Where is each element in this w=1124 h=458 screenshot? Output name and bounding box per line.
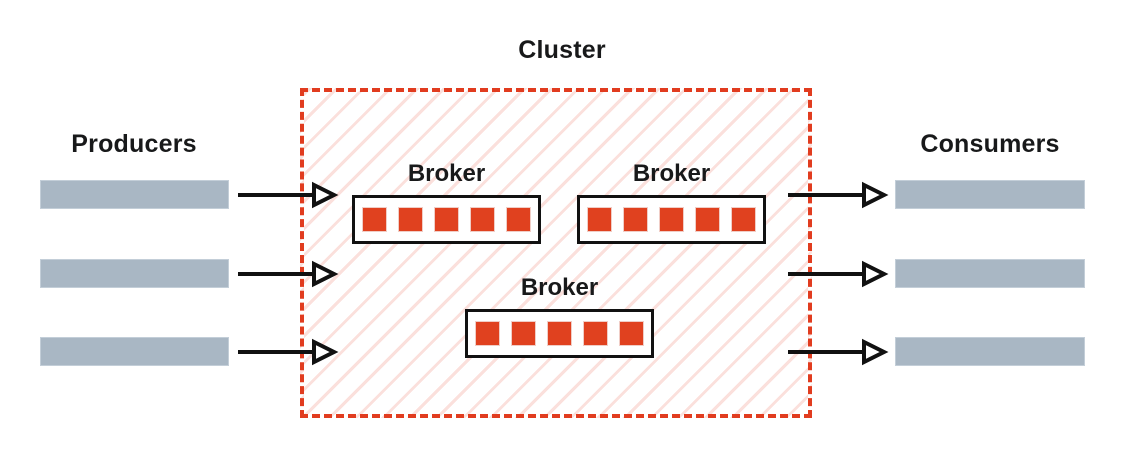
partition-block xyxy=(587,207,612,232)
arrow-producer-to-cluster-3 xyxy=(238,338,339,366)
partition-block xyxy=(619,321,644,346)
partition-block xyxy=(547,321,572,346)
partition-block xyxy=(434,207,459,232)
partition-block xyxy=(659,207,684,232)
producers-label: Producers xyxy=(71,130,197,158)
producer-bar-2 xyxy=(40,259,229,288)
broker-partitions-1 xyxy=(352,195,541,244)
partition-block xyxy=(695,207,720,232)
partition-block xyxy=(511,321,536,346)
cluster-boundary xyxy=(300,88,812,418)
arrow-cluster-to-consumer-2 xyxy=(788,260,889,288)
producer-bar-1 xyxy=(40,180,229,209)
partition-block xyxy=(362,207,387,232)
partition-block xyxy=(398,207,423,232)
broker-label-2: Broker xyxy=(632,160,711,187)
cluster-label: Cluster xyxy=(518,36,606,64)
broker-label-3: Broker xyxy=(520,274,599,301)
partition-block xyxy=(731,207,756,232)
producer-bar-3 xyxy=(40,337,229,366)
consumer-bar-2 xyxy=(895,259,1085,288)
consumer-bar-3 xyxy=(895,337,1085,366)
broker-node-1: Broker xyxy=(352,162,541,244)
consumer-bar-1 xyxy=(895,180,1085,209)
broker-node-3: Broker xyxy=(465,276,654,358)
arrow-producer-to-cluster-2 xyxy=(238,260,339,288)
broker-partitions-2 xyxy=(577,195,766,244)
partition-block xyxy=(506,207,531,232)
partition-block xyxy=(583,321,608,346)
partition-block xyxy=(470,207,495,232)
partition-block xyxy=(475,321,500,346)
broker-node-2: Broker xyxy=(577,162,766,244)
consumers-label: Consumers xyxy=(920,130,1060,158)
partition-block xyxy=(623,207,648,232)
arrow-cluster-to-consumer-1 xyxy=(788,181,889,209)
arrow-producer-to-cluster-1 xyxy=(238,181,339,209)
broker-partitions-3 xyxy=(465,309,654,358)
arrow-cluster-to-consumer-3 xyxy=(788,338,889,366)
broker-label-1: Broker xyxy=(407,160,486,187)
